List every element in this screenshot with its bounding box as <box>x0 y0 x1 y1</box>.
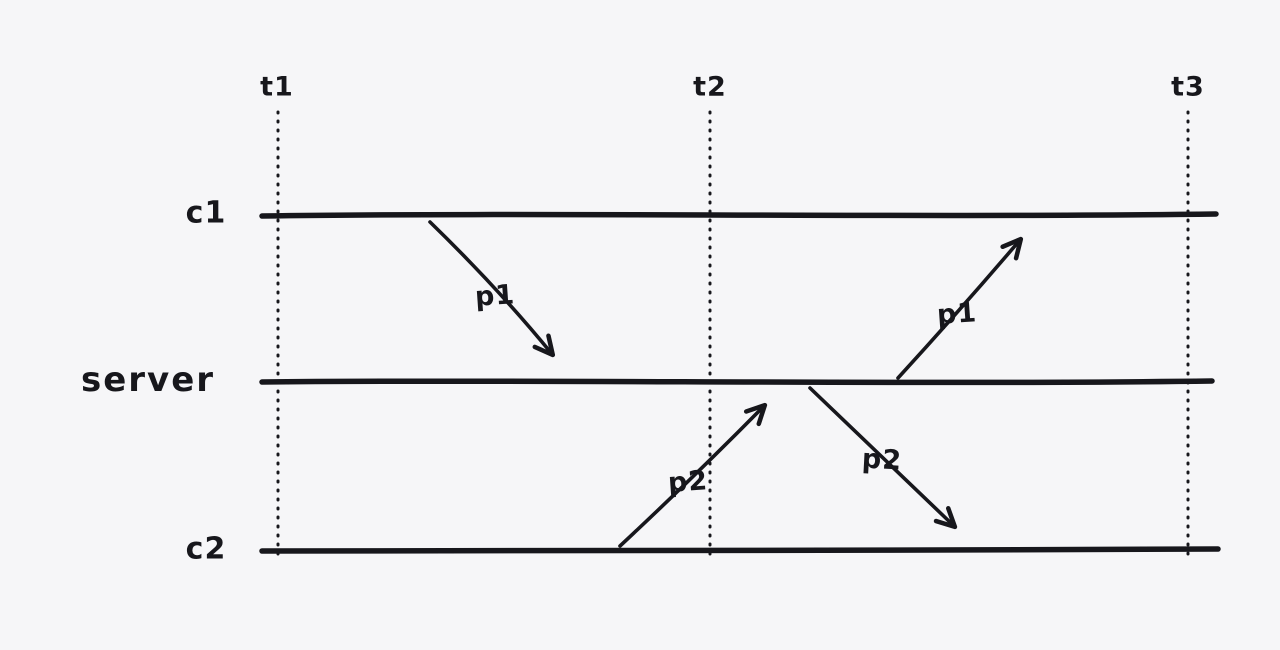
time-marker-label-t2: t2 <box>693 71 727 103</box>
timeline-c2 <box>259 546 1221 554</box>
time-marker-label-t3: t3 <box>1171 71 1205 103</box>
timeline-label-server: server <box>80 360 216 400</box>
timeline-label-c1: c1 <box>185 195 227 231</box>
arrow-p1-c1-to-server <box>428 220 556 358</box>
arrow-p2-c2-to-server <box>618 402 768 548</box>
time-marker-label-t1: t1 <box>260 71 294 103</box>
arrow-p2-server-to-c2 <box>808 386 958 530</box>
timeline-label-c2: c2 <box>185 531 227 567</box>
timeline-c1 <box>259 211 1219 219</box>
message-label-p1-send: p1 <box>473 279 517 313</box>
arrow-p1-server-to-c1 <box>896 236 1024 380</box>
message-label-p2-send: p2 <box>666 465 710 499</box>
message-label-p1-reply: p1 <box>935 297 979 331</box>
message-label-p2-reply: p2 <box>861 443 903 477</box>
timeline-server <box>259 378 1215 386</box>
